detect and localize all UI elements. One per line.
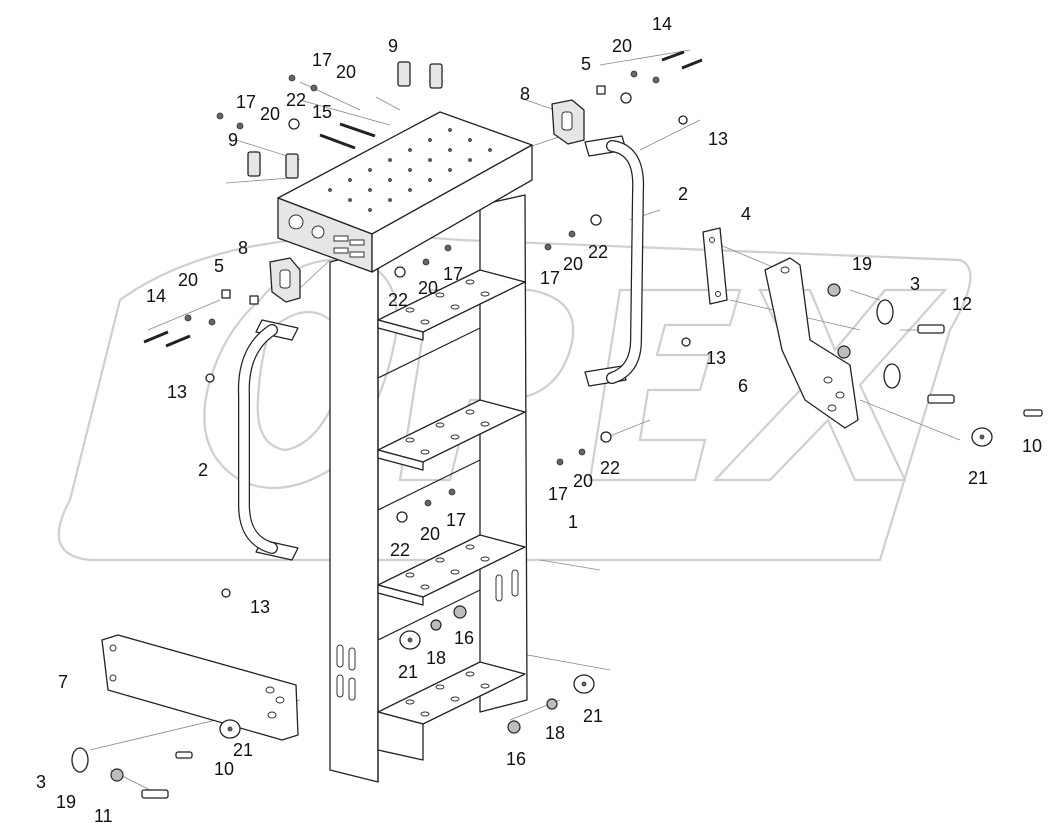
callout-label: 5 [214,256,224,276]
callout-label: 1 [568,512,578,532]
callout-label: 13 [250,597,270,617]
callout-label: 9 [228,130,238,150]
callout-label: 14 [652,14,672,34]
main-step-frame [277,111,533,783]
callout-label: 17 [443,264,463,284]
callout-label: 22 [388,290,408,310]
fasteners [71,50,1043,799]
callout-label: 20 [260,104,280,124]
callout-label: 17 [548,484,568,504]
callout-label: 20 [563,254,583,274]
callout-label: 19 [56,792,76,812]
callout-label: 13 [706,348,726,368]
callout-label: 2 [678,184,688,204]
callout-label: 17 [446,510,466,530]
callout-label: 11 [94,806,113,826]
callout-label: 22 [588,242,608,262]
callout-label: 17 [540,268,560,288]
callout-label: 19 [852,254,872,274]
spacer-bar-4 [702,227,728,305]
callout-label: 20 [336,62,356,82]
hook-8-left [269,257,301,303]
callout-label: 6 [738,376,748,396]
clips-9-top [397,61,443,89]
callout-label: 8 [238,238,248,258]
callout-label: 13 [708,129,728,149]
hook-8-right [551,99,585,145]
callout-label: 16 [454,628,474,648]
left-handrail [237,319,299,561]
platform-holes [288,128,492,258]
callout-label: 3 [910,274,920,294]
callout-label: 22 [600,458,620,478]
frame-steps [377,269,526,761]
callout-label: 16 [506,749,526,769]
clips-9-left [247,151,299,179]
callout-label: 21 [233,740,253,760]
callout-label: 3 [36,772,46,792]
callout-label: 21 [398,662,418,682]
callout-label: 17 [312,50,332,70]
callout-label: 13 [167,382,187,402]
side-slots [336,569,519,701]
right-handrail [584,135,645,387]
callout-label: 8 [520,84,530,104]
callout-label: 4 [741,204,751,224]
callout-label: 12 [952,294,972,314]
callout-label: 20 [418,278,438,298]
callout-label: 22 [390,540,410,560]
callout-label: 21 [583,706,603,726]
callout-label: 21 [968,468,988,488]
bracket-7 [101,634,299,741]
callout-label: 2 [198,460,208,480]
callout-label: 18 [545,723,565,743]
callout-label: 7 [58,672,68,692]
callout-label: 20 [178,270,198,290]
callout-label: 15 [312,102,332,122]
callout-label: 5 [581,54,591,74]
callout-label: 10 [214,759,234,779]
callout-label: 17 [236,92,256,112]
callout-label: 10 [1022,436,1042,456]
callout-label: 9 [388,36,398,56]
callout-label: 18 [426,648,446,668]
bracket-6 [764,257,859,429]
callout-label: 20 [420,524,440,544]
part-callouts: 9 17 20 14 20 5 8 13 17 20 22 15 9 2 4 1… [36,14,1042,826]
callout-label: 22 [286,90,306,110]
callout-label: 20 [573,471,593,491]
callout-label: 20 [612,36,632,56]
callout-label: 14 [146,286,166,306]
